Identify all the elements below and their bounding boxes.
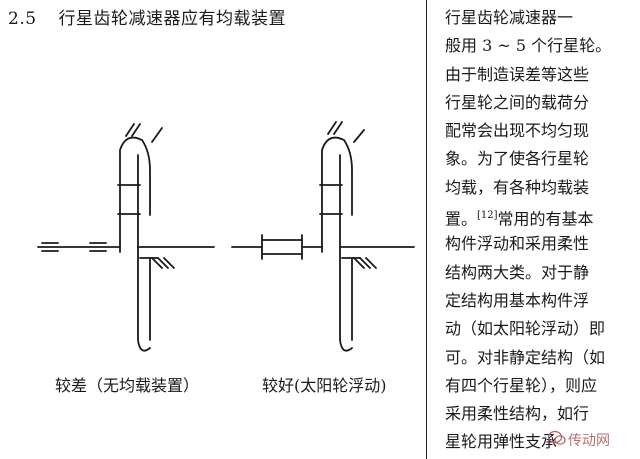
text-line: 采用柔性结构，如行: [445, 404, 590, 424]
text-line: 有四个行星轮），则应: [445, 375, 598, 395]
text-line: 动（如太阳轮浮动）即: [445, 319, 606, 339]
section-number: 2.5: [8, 9, 37, 29]
watermark-text: 传动网: [568, 433, 610, 449]
text-line: 构件浮动和采用柔性: [445, 234, 590, 254]
text-line: 由于制造误差等这些: [445, 64, 590, 84]
text-line: 结构两大类。对于静: [445, 262, 590, 282]
line-prefix: 置。: [445, 209, 478, 229]
watermark-chat-icon: [548, 430, 566, 445]
section-heading: 2.5 行星齿轮减速器应有均载装置: [8, 4, 286, 29]
text-line-with-reference: 置。[12]常用的有基本: [445, 202, 635, 230]
text-line: 行星齿轮减速器一: [445, 8, 574, 27]
column-divider: [426, 0, 427, 459]
section-title: 行星齿轮减速器应有均载装置: [58, 9, 287, 29]
right-caption: 较好(太阳轮浮动): [262, 376, 387, 395]
text-line: 象。为了使各行星轮: [445, 149, 590, 169]
text-line: 定结构用基本构件浮: [445, 290, 590, 310]
text-line: 可。对非静定结构（如: [445, 347, 606, 367]
text-line: 行星轮之间的载荷分: [445, 92, 590, 112]
text-line: 星轮用弹性支承: [445, 432, 558, 452]
right-gear-schematic: [231, 121, 415, 352]
left-gear-schematic: [37, 123, 215, 352]
planetary-gear-diagram: [37, 121, 415, 352]
left-caption: 较差（无均载装置）: [55, 376, 200, 395]
text-line: 配常会出现不均匀现: [445, 121, 590, 141]
line-rest: 常用的有基本: [497, 209, 594, 229]
text-line: 般用 3 ~ 5 个行星轮。: [445, 36, 612, 56]
text-line: 均载，有各种均载装: [445, 177, 590, 197]
reference-mark: [12]: [477, 210, 498, 222]
body-paragraph: 行星齿轮减速器一 般用 3 ~ 5 个行星轮。 由于制造误差等这些 行星轮之间的…: [445, 4, 635, 457]
